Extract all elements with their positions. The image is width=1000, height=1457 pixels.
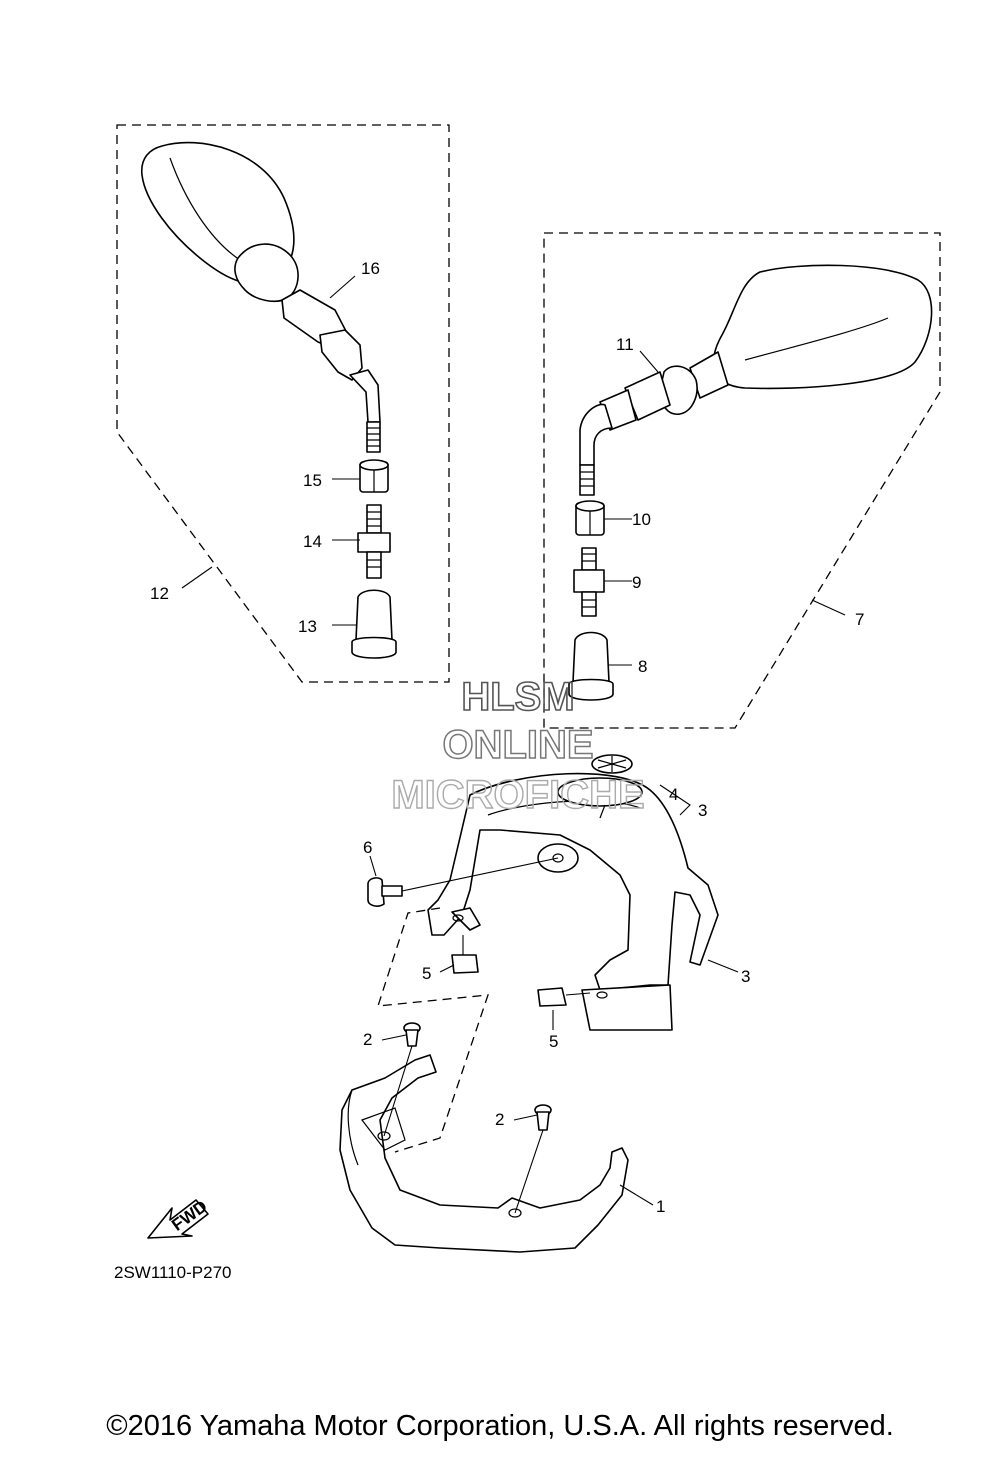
watermark: HLSM ONLINE MICROFICHE: [391, 674, 646, 818]
left-base-13[interactable]: [351, 589, 397, 659]
svg-text:HLSM: HLSM: [461, 675, 574, 719]
right-base-8[interactable]: [568, 631, 614, 701]
callout-13: 13: [298, 617, 317, 636]
callout-7: 7: [855, 610, 864, 629]
callout-5: 5: [422, 964, 431, 983]
right-mirror-group-outline: [543, 232, 941, 729]
svg-text:MICROFICHE: MICROFICHE: [391, 773, 644, 817]
bolt-6[interactable]: [367, 857, 559, 907]
left-mirror-group-outline: [116, 124, 450, 683]
right-nut-10[interactable]: [575, 500, 605, 536]
right-adapter-bolt-9[interactable]: [573, 547, 605, 617]
callout-15: 15: [303, 471, 322, 490]
diagram-code: 2SW1110-P270: [114, 1263, 232, 1282]
callout-3: 3: [698, 801, 707, 820]
callout-5: 5: [549, 1032, 558, 1051]
leader-lines: [181, 275, 846, 1206]
clip-nut-5-right[interactable]: [537, 987, 591, 1007]
clip-nut-5-left[interactable]: [451, 935, 479, 974]
callout-1: 1: [656, 1197, 665, 1216]
callout-4: 4: [669, 785, 678, 804]
callout-2: 2: [363, 1030, 372, 1049]
right-mirror[interactable]: [579, 264, 933, 496]
screw-2-right[interactable]: [514, 1104, 552, 1214]
lower-cover-1[interactable]: [339, 1054, 629, 1253]
callout-6: 6: [363, 838, 372, 857]
callout-10: 10: [632, 510, 651, 529]
callout-11: 11: [616, 335, 634, 354]
meter-cover-3[interactable]: [427, 772, 719, 1031]
copyright-notice: ©2016 Yamaha Motor Corporation, U.S.A. A…: [106, 1410, 894, 1442]
left-nut-15[interactable]: [359, 459, 389, 493]
projection-lines: [377, 907, 489, 1153]
callout-8: 8: [638, 657, 647, 676]
emblem-4[interactable]: [591, 754, 633, 774]
screw-2-left[interactable]: [383, 1022, 421, 1137]
callout-12: 12: [150, 584, 169, 603]
left-mirror[interactable]: [140, 141, 381, 453]
callout-3: 3: [741, 967, 750, 986]
left-adapter-bolt-14[interactable]: [357, 504, 391, 579]
callout-16: 16: [361, 259, 380, 278]
callout-2: 2: [495, 1110, 504, 1129]
fwd-arrow-icon: FWD: [147, 1197, 211, 1239]
callout-14: 14: [303, 532, 322, 551]
svg-text:ONLINE: ONLINE: [442, 723, 593, 767]
callout-9: 9: [632, 573, 641, 592]
